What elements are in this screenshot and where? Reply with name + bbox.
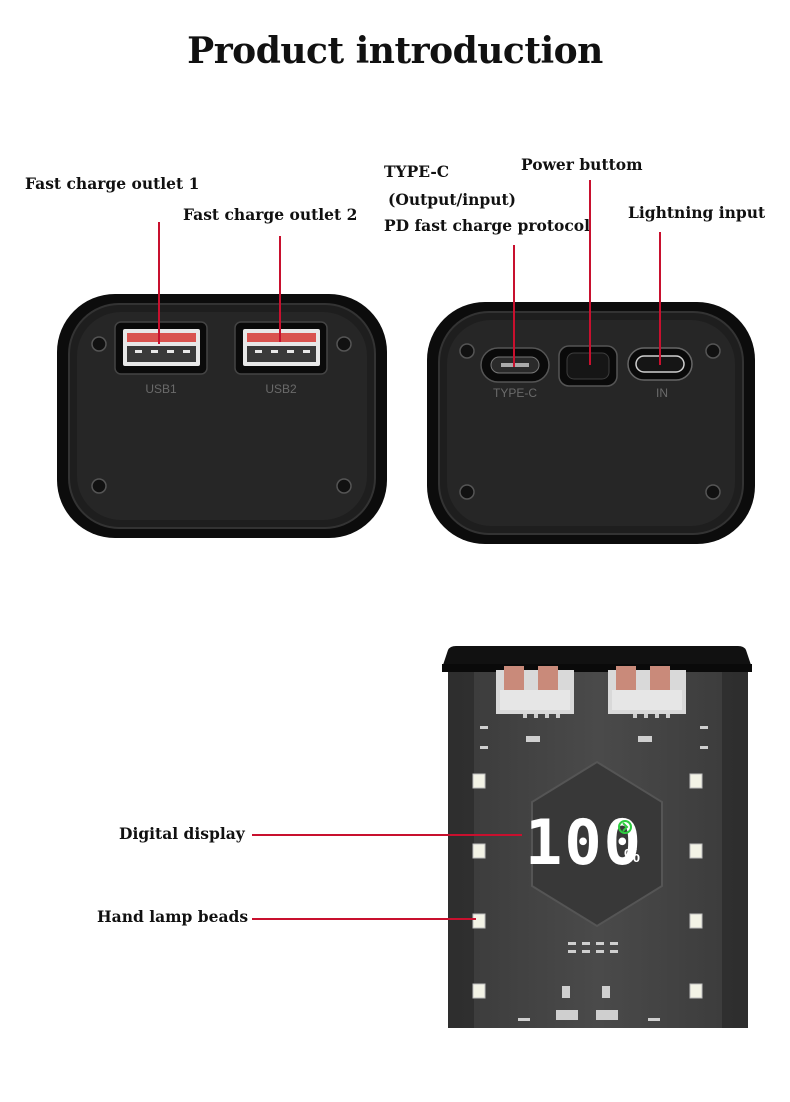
leader-line-outlet-1: [158, 222, 160, 344]
screw-icon: [459, 343, 721, 500]
usb1-port-icon: [114, 321, 208, 375]
label-hand-lamp-beads: Hand lamp beads: [97, 907, 249, 926]
leader-line-power-button: [589, 180, 591, 365]
label-type-c-line1: TYPE-C: [384, 162, 450, 181]
type-c-port-icon: [480, 347, 550, 383]
digital-display: 100 %: [525, 806, 643, 879]
label-fast-charge-outlet-1: Fast charge outlet 1: [25, 174, 200, 193]
device-transparent-body: 100 %: [442, 646, 752, 1028]
leader-line-outlet-2: [279, 236, 281, 342]
leader-line-lightning: [659, 232, 661, 365]
usb-connector-icon: [608, 666, 686, 714]
percent-sign: %: [624, 846, 640, 866]
label-digital-display: Digital display: [119, 824, 245, 843]
leader-line-type-c: [513, 245, 515, 367]
usb2-port-icon: [234, 321, 328, 375]
usb2-port-label: USB2: [265, 382, 297, 396]
label-power-button: Power buttom: [521, 155, 643, 174]
label-lightning-input: Lightning input: [628, 203, 766, 222]
power-button-icon: [558, 345, 618, 387]
in-port-label: IN: [656, 386, 668, 400]
label-fast-charge-outlet-2: Fast charge outlet 2: [183, 205, 358, 224]
leader-line-digital-display: [252, 834, 522, 836]
type-c-port-label: TYPE-C: [493, 386, 537, 400]
label-type-c-line3: PD fast charge protocol: [384, 216, 591, 235]
device-usb-face: USB1 USB2: [57, 294, 387, 538]
lamp-bead-icon: [472, 773, 703, 999]
leader-line-hand-lamp-beads: [252, 918, 476, 920]
charging-indicator-icon: [618, 820, 632, 834]
battery-percentage-value: 100: [525, 806, 643, 879]
screw-icon: [91, 336, 352, 494]
usb1-port-label: USB1: [145, 382, 177, 396]
usb-connector-icon: [496, 666, 574, 714]
display-hexagon-panel: [531, 760, 663, 928]
label-type-c-line2: (Output/input): [388, 190, 516, 209]
page-title: Product introduction: [187, 30, 603, 72]
device-typec-face: TYPE-C IN: [427, 302, 755, 544]
